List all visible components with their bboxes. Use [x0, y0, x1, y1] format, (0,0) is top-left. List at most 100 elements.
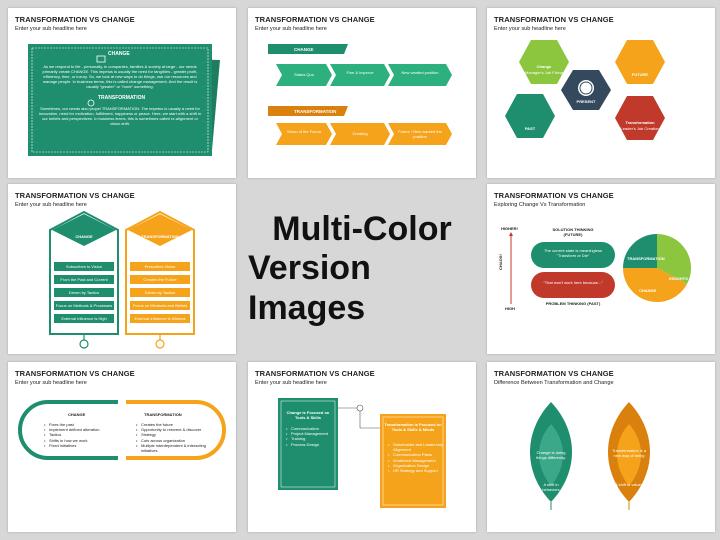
slide-thumbnail-4[interactable]: TRANSFORMATION VS CHANGE Enter your sub … [8, 184, 236, 354]
transformation-item: Creates the future [136, 422, 218, 427]
slide9-leaf-shapes [530, 402, 650, 510]
slide-title: TRANSFORMATION VS CHANGE [494, 15, 614, 24]
slide-subtitle: Enter your sub headline here [494, 26, 566, 32]
transformation-row-4: Focus on Mindsets and Beliefs [130, 301, 190, 310]
change-step-1: Status Quo [293, 72, 314, 77]
change-icon [96, 50, 146, 68]
transformation-heading: TRANSFORMATION [144, 412, 182, 417]
transformation-hex-subtitle: Leader's Job Creation [620, 126, 660, 131]
transformation-step-1: Vision of the Future [286, 129, 322, 134]
change-row-4: Focus on Methods & Processes [54, 301, 114, 310]
slide1-background-shapes [28, 44, 220, 156]
change-row-5: External Influence is High [54, 314, 114, 323]
transformation-item: Strategy [136, 432, 218, 437]
slide-title: TRANSFORMATION VS CHANGE [494, 369, 614, 378]
transformation-box-list: Stakeholder and Leadership Alignment Com… [388, 442, 444, 473]
high-label: HIGH [505, 306, 515, 311]
change-item: Fixed initiatives [44, 443, 114, 448]
slide-subtitle: Difference Between Transformation and Ch… [494, 380, 614, 386]
higher-label: HIGHER! [501, 226, 518, 231]
change-row-1: Subscribes to Vision [54, 262, 114, 271]
banner-line-2: Version Images [248, 249, 371, 327]
present-label: PRESENT [576, 99, 596, 104]
transformation-box-item: Stakeholder and Leadership Alignment [388, 442, 444, 452]
transformation-box-item: Communication Plans [388, 452, 444, 457]
change-box-item: Training [286, 436, 336, 441]
transformation-row-1: Prescribes Vision [130, 262, 190, 271]
chaos-label: CHAOS! [498, 254, 503, 270]
change-leaf-caption: A shift in behaviors [542, 482, 560, 492]
change-list: Fixes the past Implement defined alterat… [44, 422, 114, 448]
slide-title: TRANSFORMATION VS CHANGE [15, 15, 135, 24]
change-paragraph: As we respond to life - personally, in c… [42, 64, 198, 89]
change-heading: CHANGE [75, 234, 93, 239]
slide-subtitle: Exploring Change Vs Transformation [494, 202, 586, 208]
transformation-item: Cuts across organization [136, 438, 218, 443]
slide-subtitle: Enter your sub headline here [15, 26, 87, 32]
change-item: Fixes the past [44, 422, 114, 427]
slide-subtitle: Enter your sub headline here [255, 380, 327, 386]
transformation-row-3: Driven by Tactics [130, 288, 190, 297]
change-label: CHANGE [294, 47, 314, 52]
transformation-row-5: External Influence is Minimal [130, 314, 190, 323]
change-heading: CHANGE [108, 51, 130, 57]
slide-thumbnail-6[interactable]: TRANSFORMATION VS CHANGE Exploring Chang… [487, 184, 715, 354]
change-box-heading: Change is Focused on Tools & Skills [286, 410, 330, 420]
slide6-diagram [509, 232, 691, 304]
red-bubble-text: "That won't work here because..." [543, 280, 603, 285]
past-label: PAST [524, 126, 536, 131]
slide7-capsule-shapes [18, 400, 226, 460]
transformation-box-item: Organization Design [388, 463, 444, 468]
change-leaf-text: Change is doing things differently. [536, 450, 566, 460]
change-item: Implement defined alteration [44, 427, 114, 432]
change-segment-label: CHANGE [639, 288, 657, 293]
change-item: Shifts in how we work [44, 438, 114, 443]
transformation-icon [86, 94, 96, 112]
slide-thumbnail-7[interactable]: TRANSFORMATION VS CHANGE Enter your sub … [8, 362, 236, 532]
transformation-row-2: Creates the Future [130, 275, 190, 284]
slide-title: TRANSFORMATION VS CHANGE [15, 191, 135, 200]
slide-thumbnail-2[interactable]: TRANSFORMATION VS CHANGE Enter your sub … [248, 8, 476, 178]
solution-thinking-label: SOLUTION THINKING (FUTURE) [552, 227, 594, 237]
slide-thumbnail-3[interactable]: TRANSFORMATION VS CHANGE Enter your sub … [487, 8, 715, 178]
change-box-item: Communication [286, 426, 336, 431]
transformation-heading: TRANSFORMATION [141, 234, 179, 239]
slide-title: TRANSFORMATION VS CHANGE [15, 369, 135, 378]
transformation-hex-title: Transformation [625, 120, 655, 125]
future-label: FUTURE [631, 72, 649, 77]
transformation-box-item: Workforce Management [388, 458, 444, 463]
change-heading: CHANGE [68, 412, 86, 417]
teal-bubble-text: The current state is meaningless "Transf… [544, 248, 602, 258]
change-step-2: Fine & Improve [346, 70, 374, 75]
slide-subtitle: Enter your sub headline here [15, 380, 87, 386]
change-box-item: Project Management [286, 431, 336, 436]
transformation-box-item: HR Strategy and Support [388, 468, 444, 473]
slide-thumbnail-1[interactable]: TRANSFORMATION VS CHANGE Enter your sub … [8, 8, 236, 178]
transformation-heading: TRANSFORMATION [98, 95, 146, 101]
change-hex-subtitle: Manager's Job Fixing [525, 70, 563, 75]
transformation-label: TRANSFORMATION [294, 109, 337, 114]
slide-thumbnail-8[interactable]: TRANSFORMATION VS CHANGE Enter your sub … [248, 362, 476, 532]
change-item: Tactics [44, 432, 114, 437]
multi-color-banner: Multi-Color Version Images [248, 184, 476, 354]
transformation-list: Creates the future Opportunity to reinve… [136, 422, 218, 453]
slide-thumbnail-9[interactable]: TRANSFORMATION VS CHANGE Difference Betw… [487, 362, 715, 532]
change-row-3: Driven by Tactics [54, 288, 114, 297]
transformation-item: Opportunity to reinvent & discover [136, 427, 218, 432]
insights-segment-label: INSIGHTS [669, 276, 688, 281]
transformation-leaf-text: Transformation is a new way of being [611, 448, 647, 458]
transformation-segment-label: TRANSFORMATION [627, 256, 665, 261]
slide2-arrow-shapes [268, 44, 452, 145]
slide3-hexagons [505, 40, 665, 140]
slide-subtitle: Enter your sub headline here [255, 26, 327, 32]
transformation-paragraph: Sometimes, our needs also propel TRANSFO… [38, 106, 202, 126]
slide-title: TRANSFORMATION VS CHANGE [494, 191, 614, 200]
change-box-item: Process Design [286, 442, 336, 447]
transformation-box-heading: Transformation is Focused on Tools & Ski… [384, 422, 442, 432]
problem-thinking-label: PROBLEM THINKING (PAST) [545, 301, 601, 306]
change-box-list: Communication Project Management Trainin… [286, 426, 336, 447]
change-hex-title: Change [536, 64, 552, 69]
banner-line-1: Multi-Color [272, 210, 452, 249]
transformation-item: Multiple interdependent & interacting in… [136, 443, 218, 453]
slide-subtitle: Enter your sub headline here [15, 202, 87, 208]
